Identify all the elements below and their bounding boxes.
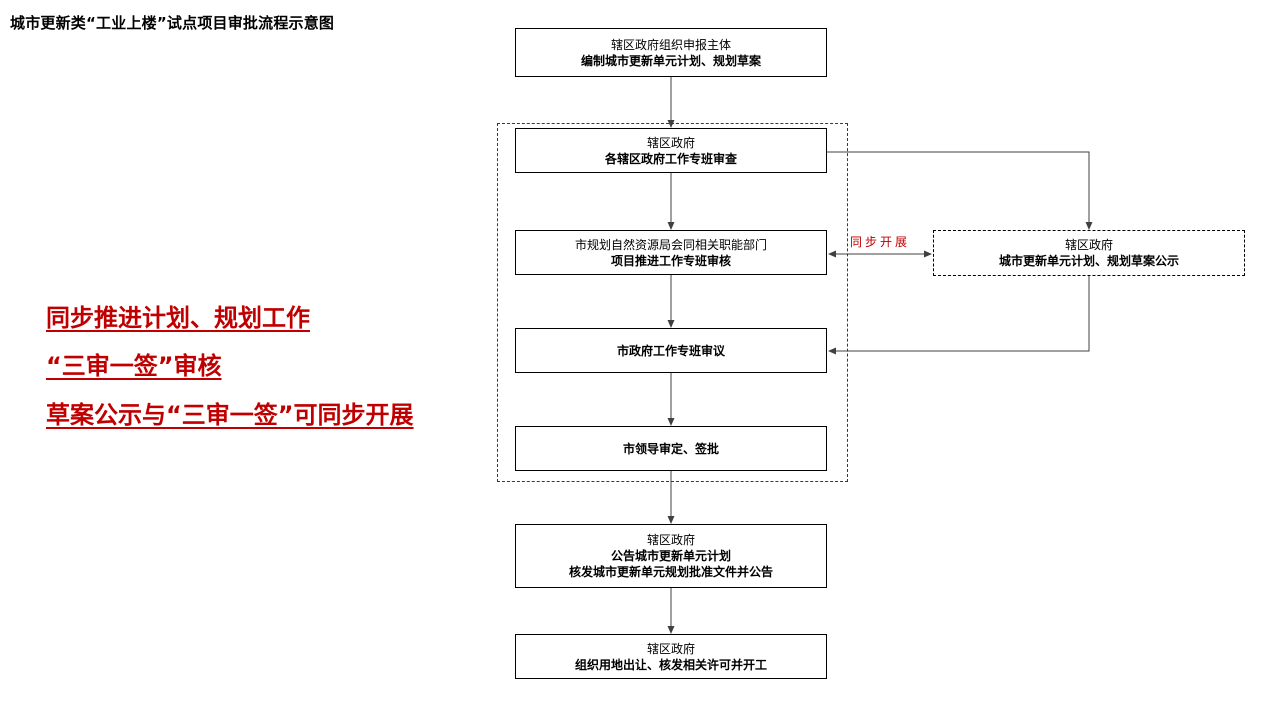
box-announce-plan: 辖区政府 公告城市更新单元计划 核发城市更新单元规划批准文件并公告 bbox=[515, 524, 827, 588]
note-three-review-one-sign: “三审一签”审核 bbox=[46, 352, 222, 380]
box-city-government-deliberation-line-1: 市政府工作专班审议 bbox=[616, 343, 725, 358]
three-review-one-sign-region bbox=[497, 123, 848, 482]
sync-label: 同步开展 bbox=[850, 235, 911, 249]
box-city-planning-review: 市规划自然资源局会同相关职能部门 项目推进工作专班审核 bbox=[515, 230, 827, 275]
box-city-planning-review-line-2: 项目推进工作专班审核 bbox=[610, 253, 731, 268]
box-district-review: 辖区政府 各辖区政府工作专班审查 bbox=[515, 128, 827, 173]
box-announce-plan-line-3: 核发城市更新单元规划批准文件并公告 bbox=[568, 565, 773, 579]
box-land-transfer-and-start-line-2: 组织用地出让、核发相关许可并开工 bbox=[574, 657, 767, 672]
box-district-review-line-2: 各辖区政府工作专班审查 bbox=[604, 151, 737, 166]
note-sync-planning: 同步推进计划、规划工作 bbox=[46, 304, 310, 332]
box-city-planning-review-line-1: 市规划自然资源局会同相关职能部门 bbox=[574, 237, 767, 252]
box-apply-and-draft-line-1: 辖区政府组织申报主体 bbox=[610, 37, 731, 52]
box-draft-publicity-line-2: 城市更新单元计划、规划草案公示 bbox=[998, 254, 1179, 268]
page-title: 城市更新类“工业上楼”试点项目审批流程示意图 bbox=[10, 14, 335, 32]
box-district-review-line-1: 辖区政府 bbox=[646, 135, 695, 150]
box-land-transfer-and-start-line-1: 辖区政府 bbox=[646, 641, 695, 656]
box-apply-and-draft-line-2: 编制城市更新单元计划、规划草案 bbox=[580, 53, 761, 68]
box-city-government-deliberation: 市政府工作专班审议 bbox=[515, 328, 827, 373]
box-leader-approval: 市领导审定、签批 bbox=[515, 426, 827, 471]
box-draft-publicity-line-1: 辖区政府 bbox=[1064, 238, 1113, 252]
box-leader-approval-line-1: 市领导审定、签批 bbox=[622, 441, 719, 456]
box-apply-and-draft: 辖区政府组织申报主体 编制城市更新单元计划、规划草案 bbox=[515, 28, 827, 77]
box-announce-plan-line-2: 公告城市更新单元计划 bbox=[610, 549, 731, 563]
note-publicity-in-parallel: 草案公示与“三审一签”可同步开展 bbox=[46, 401, 414, 429]
arrow-side-to-b4 bbox=[828, 276, 1090, 355]
box-announce-plan-line-1: 辖区政府 bbox=[646, 533, 695, 547]
arrow-b2-to-side bbox=[827, 151, 1093, 230]
box-draft-publicity: 辖区政府 城市更新单元计划、规划草案公示 bbox=[933, 230, 1245, 276]
box-land-transfer-and-start: 辖区政府 组织用地出让、核发相关许可并开工 bbox=[515, 634, 827, 679]
